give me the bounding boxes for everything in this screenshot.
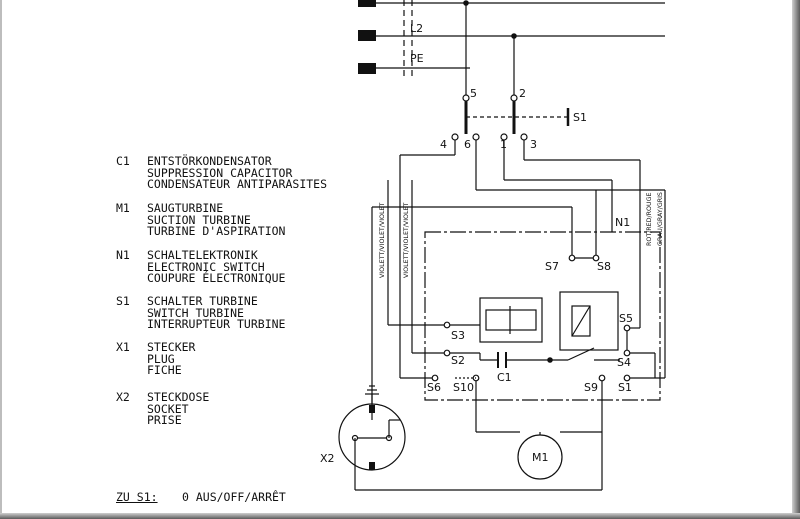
legend-line: SWITCH TURBINE [147, 305, 244, 320]
legend-line: TURBINE D'ASPIRATION [147, 224, 286, 238]
legend-line: STECKDOSE [147, 390, 210, 404]
terminal-s3-label: S3 [451, 329, 465, 342]
motor-m1-label: M1 [532, 451, 549, 464]
switch-s1-label: S1 [573, 111, 587, 124]
plug-x1 [358, 0, 665, 80]
n1-label: N1 [615, 216, 630, 229]
legend-line: PLUG [147, 351, 175, 366]
legend-line: SUPPRESSION CAPACITOR [147, 165, 293, 180]
switch-s1 [451, 94, 570, 141]
legend-code: M1 [116, 201, 130, 215]
legend-line: STECKER [147, 340, 196, 354]
line-l2-label: L2 [410, 22, 423, 35]
line-pe-label: PE [410, 52, 424, 65]
terminal-s8-label: S8 [597, 260, 611, 273]
legend-line: ELECTRONIC SWITCH [147, 259, 265, 274]
capacitor-c1-label: C1 [497, 371, 512, 384]
legend-line: CONDENSATEUR ANTIPARASITES [147, 177, 328, 191]
terminal-s6-label: S6 [427, 381, 441, 394]
wire-violet-1-label: VIOLETT/VIOLET/VIOLET [379, 203, 386, 278]
wire-violet-2-label: VIOLETT/VIOLET/VIOLET [403, 203, 410, 278]
page-edge-right [792, 0, 800, 519]
legend-line: INTERRUPTEUR TURBINE [147, 317, 286, 331]
wire-red-label: ROT/RED/ROUGE [646, 193, 653, 246]
terminal-2-label: 2 [519, 87, 526, 100]
terminal-s2-label: S2 [451, 354, 465, 367]
legend-line: ENTSTÖRKONDENSATOR [147, 154, 272, 168]
legend-code: X1 [116, 340, 130, 354]
terminal-s9-label: S9 [584, 381, 598, 394]
legend-code: N1 [116, 248, 130, 262]
socket-x2-label: X2 [320, 452, 335, 465]
footer-value: 0 AUS/OFF/ARRÊT [182, 490, 286, 504]
legend-code: C1 [116, 154, 130, 168]
legend-code: X2 [116, 390, 130, 404]
legend-line: SCHALTER TURBINE [147, 294, 258, 308]
legend-line: SOCKET [147, 401, 189, 416]
page-edge-left [0, 0, 2, 519]
terminal-4-label: 4 [440, 138, 447, 151]
motor-m1 [517, 432, 563, 480]
legend-code: S1 [116, 294, 130, 308]
wire-gray-label: GRAU/GRAY/GRIS [657, 192, 664, 246]
terminal-s5-label: S5 [619, 312, 633, 325]
legend-line: FICHE [147, 363, 182, 377]
terminal-1-label: 1 [500, 138, 507, 151]
legend-line: SAUGTURBINE [147, 201, 224, 215]
legend-line: SUCTION TURBINE [147, 212, 251, 227]
terminal-s10-label: S10 [453, 381, 474, 394]
terminal-5-label: 5 [470, 87, 477, 100]
legend-line: COUPURE ÉLECTRONIQUE [147, 271, 286, 285]
terminal-s4-label: S4 [617, 356, 631, 369]
socket-x2 [338, 385, 602, 491]
legend-line: SCHALTELEKTRONIK [147, 248, 258, 262]
terminal-s1-label: S1 [618, 381, 632, 394]
terminal-s7-label: S7 [545, 260, 559, 273]
terminal-6-label: 6 [464, 138, 471, 151]
terminal-3-label: 3 [530, 138, 537, 151]
footer-label: ZU S1: [116, 490, 158, 504]
page-edge-bottom [0, 513, 800, 519]
legend-line: PRISE [147, 413, 182, 427]
